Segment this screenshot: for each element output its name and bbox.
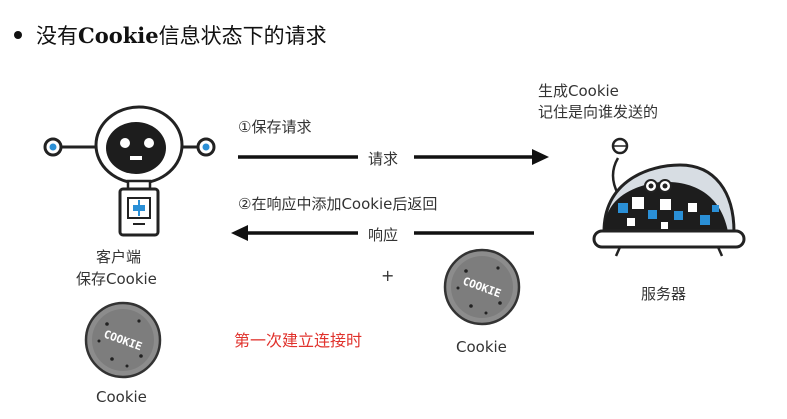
section-heading: 没有 Cookie 信息状态下的请求 xyxy=(14,20,327,50)
client-label-line1: 客户端 xyxy=(96,248,142,266)
cookie-left: COOKIE xyxy=(84,301,162,379)
server-note-line1: 生成Cookie xyxy=(538,82,619,100)
response-arrow xyxy=(231,225,534,241)
cookie-caption-right: Cookie xyxy=(456,338,507,356)
step2-label: ②在响应中添加Cookie后返回 xyxy=(238,195,438,213)
heading-suffix: 信息状态下的请求 xyxy=(158,24,327,48)
heading-bold: Cookie xyxy=(78,22,159,48)
cookie-right: COOKIE xyxy=(443,248,521,326)
cookie-caption-left: Cookie xyxy=(96,388,147,406)
step1-label: ①保存请求 xyxy=(238,118,312,136)
server-label: 服务器 xyxy=(641,285,687,303)
first-time-note: 第一次建立连接时 xyxy=(234,331,363,350)
plus-sign: + xyxy=(381,266,395,285)
heading-prefix: 没有 xyxy=(36,24,78,48)
request-arrow xyxy=(238,149,549,165)
request-label: 请求 xyxy=(368,150,399,168)
bullet-icon xyxy=(14,31,22,39)
server-machine xyxy=(592,137,746,257)
client-label-line2: 保存Cookie xyxy=(76,270,157,288)
client-robot xyxy=(43,105,216,237)
response-label: 响应 xyxy=(368,226,399,244)
server-note-line2: 记住是向谁发送的 xyxy=(538,103,659,121)
